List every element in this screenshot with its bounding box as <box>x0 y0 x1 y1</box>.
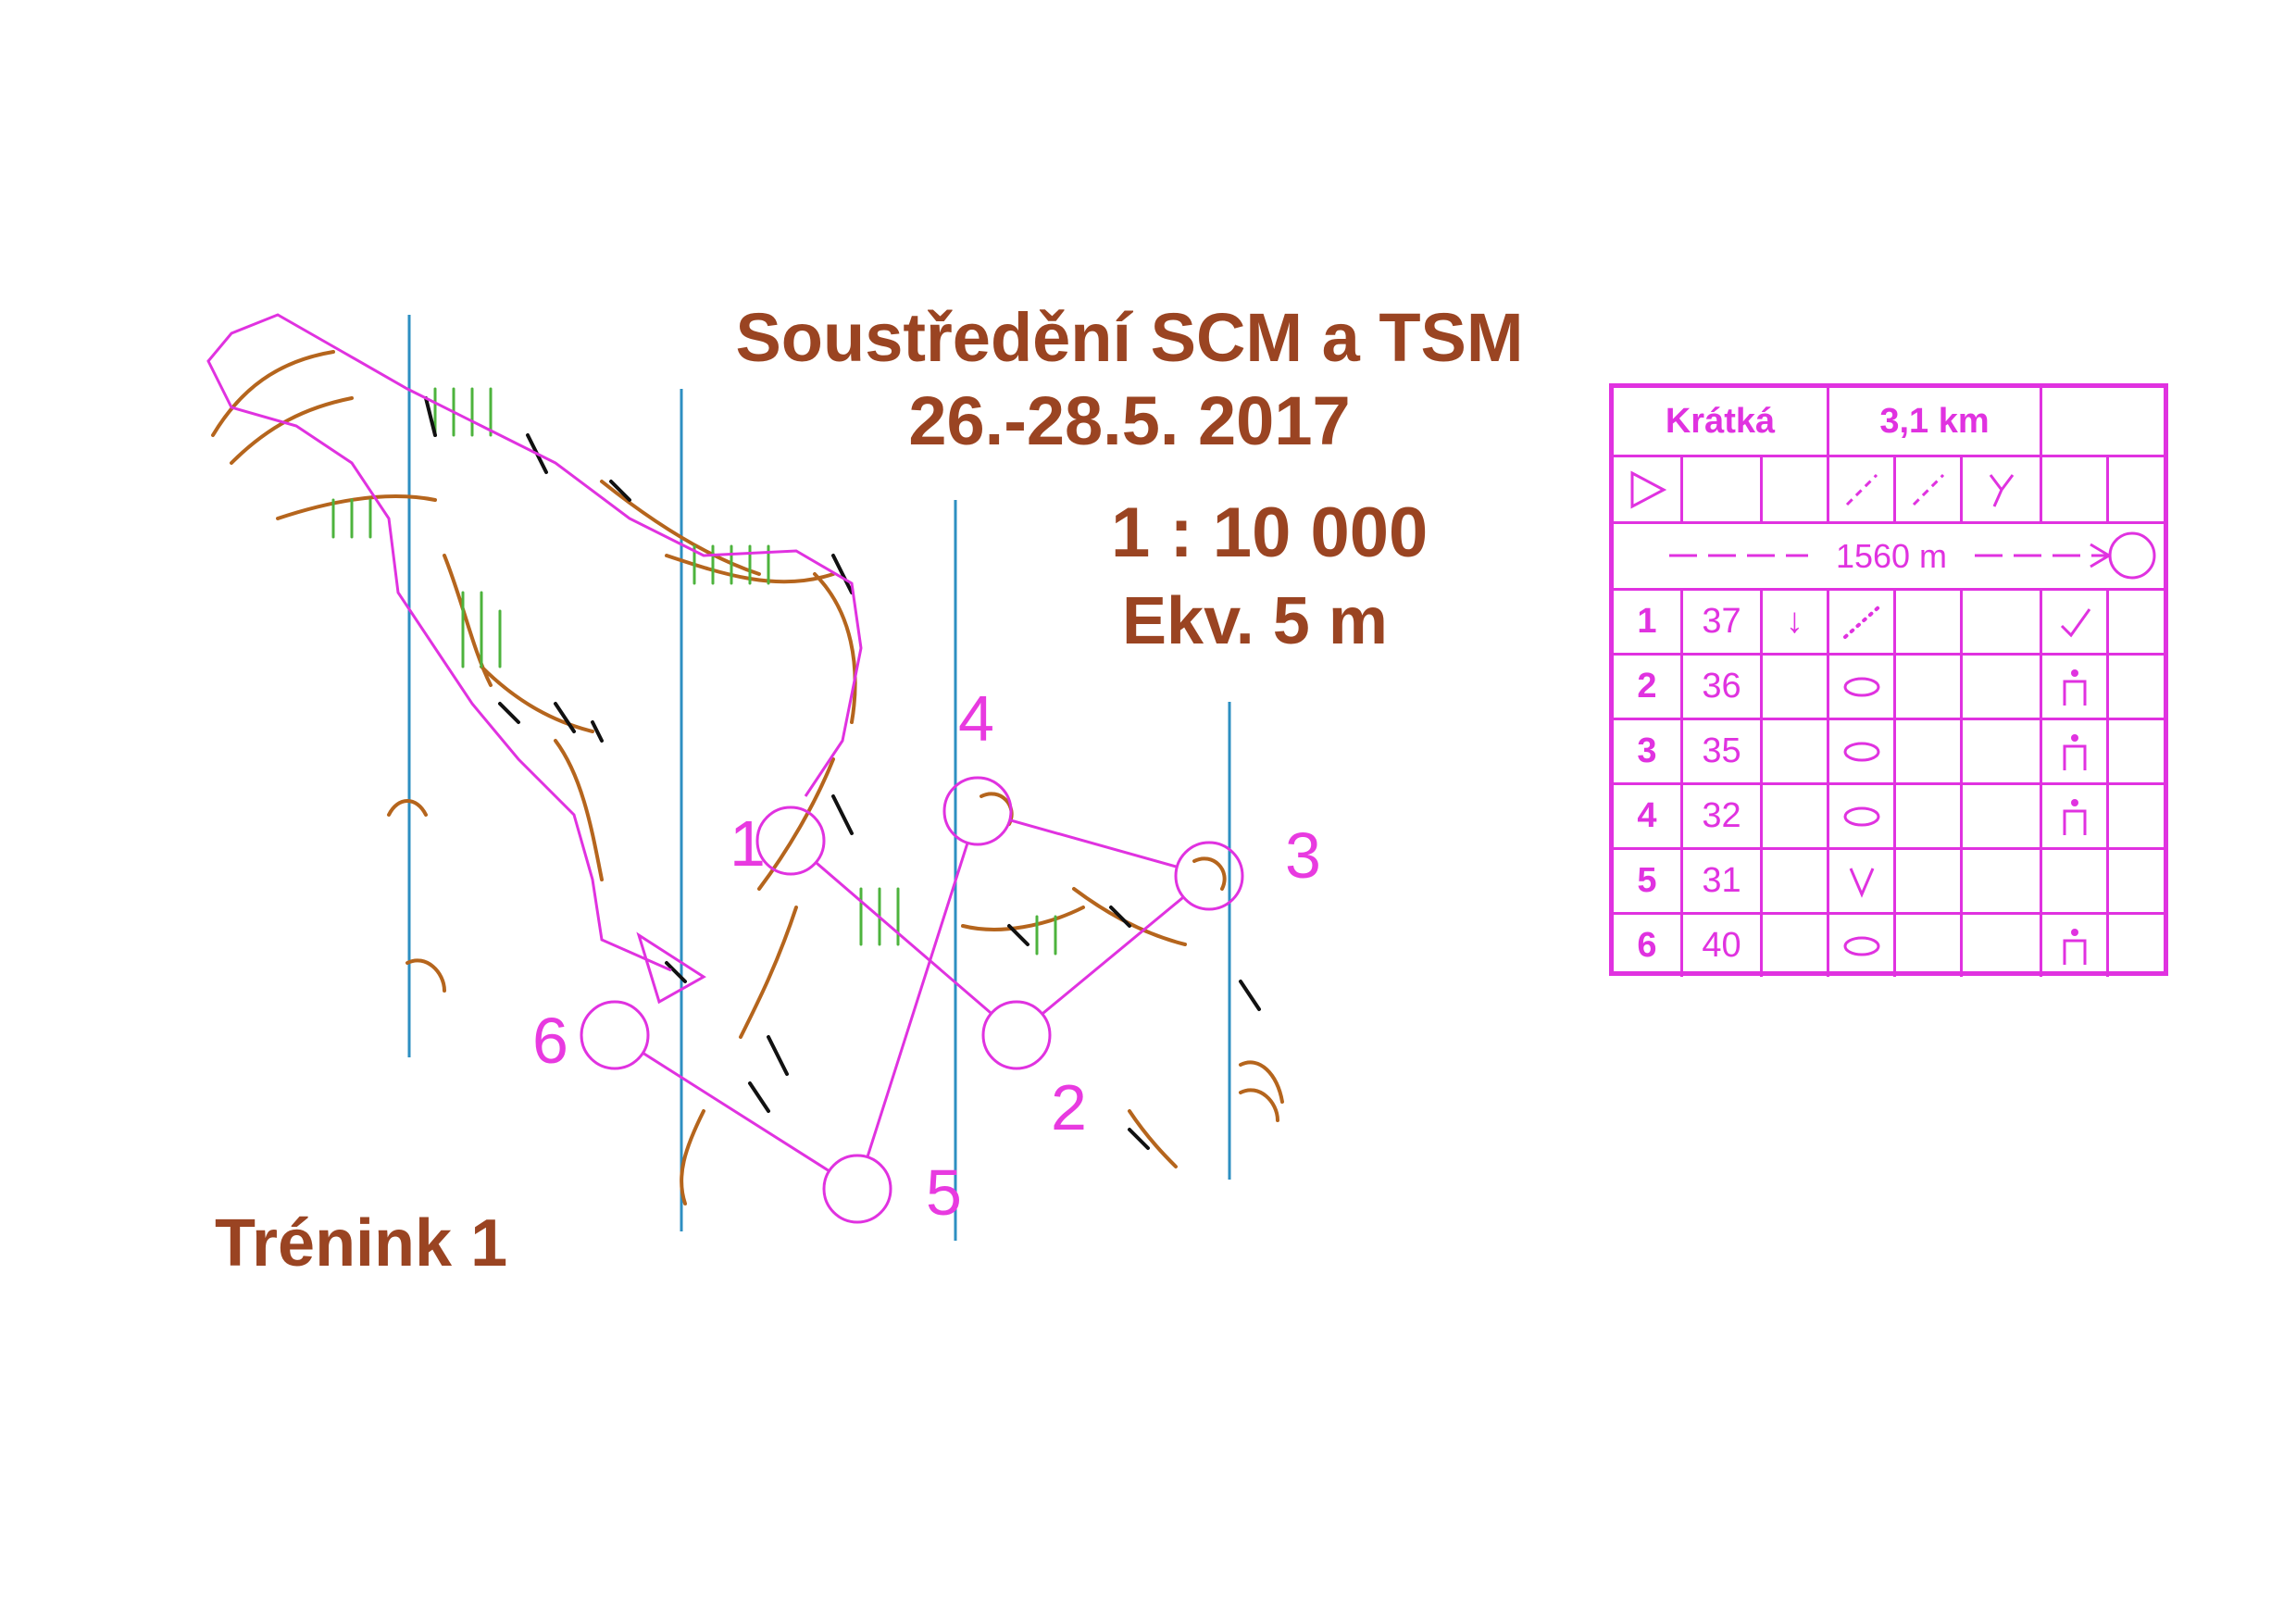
control-number: 1 <box>730 807 766 880</box>
start-triangle-icon <box>1614 457 1680 521</box>
control-sequence-number: 2 <box>1637 667 1657 706</box>
control-row: 1 37↓ <box>1614 588 2164 653</box>
knoll-oval-icon <box>1827 785 1893 847</box>
description-cell <box>1960 785 2040 847</box>
terrain-details <box>211 350 1284 1206</box>
control-circle <box>1174 841 1244 911</box>
course-leg <box>1041 895 1185 1016</box>
control-direction: ↓ <box>1760 591 1827 653</box>
control-row: 5 31 <box>1614 847 2164 912</box>
control-direction <box>1760 656 1827 718</box>
control-sequence-number: 4 <box>1637 796 1657 835</box>
finish-arrow-icon <box>1669 531 2156 580</box>
control-circle <box>942 776 1013 846</box>
knoll-oval-icon <box>1827 656 1893 718</box>
description-cell <box>2106 850 2173 912</box>
course-leg <box>1009 818 1178 868</box>
control-number: 3 <box>1285 819 1321 892</box>
knoll-oval-icon <box>1827 720 1893 782</box>
start-row <box>1614 455 2164 521</box>
control-code: 36 <box>1680 656 1760 718</box>
description-cell <box>1893 785 1960 847</box>
control-sequence-number: 1 <box>1637 602 1657 641</box>
map-title: Soustředění SCM a TSM <box>735 299 1524 376</box>
control-circle <box>755 806 826 876</box>
description-cell <box>2106 720 2173 782</box>
control-sequence-number: 3 <box>1637 731 1657 770</box>
control-circle <box>981 1000 1052 1070</box>
description-cell <box>1960 656 2040 718</box>
description-cell <box>1893 656 1960 718</box>
control-row: 2 36 <box>1614 653 2164 718</box>
course-leg <box>815 861 992 1015</box>
description-cell <box>1893 850 1960 912</box>
control-row: 3 35 <box>1614 718 2164 782</box>
description-cell <box>1960 850 2040 912</box>
control-number: 2 <box>1051 1071 1087 1143</box>
course-leg <box>866 842 969 1158</box>
control-number: 6 <box>532 1005 568 1077</box>
description-cell <box>2106 915 2173 977</box>
description-header-row: Krátká 3,1 km <box>1614 388 2164 455</box>
foot-icon <box>2040 915 2106 977</box>
contour-interval: Ekv. 5 m <box>1122 584 1388 658</box>
control-code: 31 <box>1680 850 1760 912</box>
magnetic-north-lines <box>407 315 1231 1241</box>
control-code: 40 <box>1680 915 1760 977</box>
path-junction-icon <box>1960 457 2040 521</box>
course-leg <box>642 1052 830 1172</box>
control-row: 6 40 <box>1614 912 2164 977</box>
description-cell <box>1960 915 2040 977</box>
control-circle <box>580 1000 650 1070</box>
finish-distance-row: 1560 m <box>1614 521 2164 588</box>
map-scale: 1 : 10 000 <box>1111 493 1429 572</box>
description-cell <box>1893 591 1960 653</box>
description-cell <box>1893 720 1960 782</box>
description-cell <box>1960 720 2040 782</box>
control-code: 35 <box>1680 720 1760 782</box>
path-icon <box>1893 457 1960 521</box>
finish-distance: 1560 m <box>1808 524 1975 588</box>
course-overprint <box>206 313 1244 1224</box>
control-row: 4 32 <box>1614 782 2164 847</box>
control-direction <box>1760 720 1827 782</box>
description-cell <box>2106 656 2173 718</box>
control-sequence-number: 6 <box>1637 926 1657 965</box>
event-dates: 26.-28.5. 2017 <box>908 382 1351 459</box>
foot-icon <box>2040 656 2106 718</box>
description-cell <box>2106 591 2173 653</box>
depression-v-icon <box>1827 850 1893 912</box>
check-icon <box>2040 591 2106 653</box>
course-length: 3,1 km <box>1827 388 2040 455</box>
control-direction <box>1760 850 1827 912</box>
training-label: Trénink 1 <box>215 1206 508 1280</box>
description-cell <box>1960 591 2040 653</box>
control-circle <box>822 1154 892 1224</box>
foot-icon <box>2040 720 2106 782</box>
control-direction <box>1760 915 1827 977</box>
control-number: 4 <box>958 682 994 755</box>
foot-icon <box>2040 785 2106 847</box>
description-cell <box>2106 785 2173 847</box>
start-triangle <box>636 931 706 1005</box>
description-header-blank <box>2040 388 2173 455</box>
path-icon <box>1827 457 1893 521</box>
control-code: 37 <box>1680 591 1760 653</box>
knoll-oval-icon <box>1827 915 1893 977</box>
description-cell <box>1893 915 1960 977</box>
control-code: 32 <box>1680 785 1760 847</box>
description-cell <box>2040 850 2106 912</box>
control-direction <box>1760 785 1827 847</box>
control-description-sheet: Krátká 3,1 km 1560 m 1 37↓ 2 36 3 35 4 32 5 31 6 <box>1609 383 2168 977</box>
course-name: Krátká <box>1665 401 1776 441</box>
stony-path-icon <box>1827 591 1893 653</box>
control-sequence-number: 5 <box>1637 861 1657 900</box>
control-number: 5 <box>926 1156 962 1229</box>
course-route-line <box>206 313 863 972</box>
